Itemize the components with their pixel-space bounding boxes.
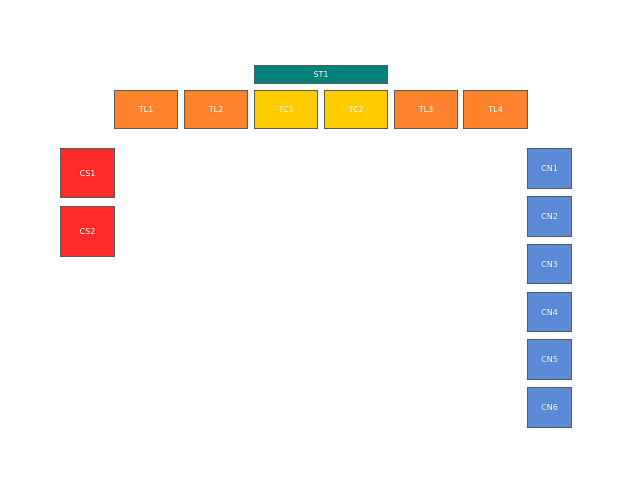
zone-cs2-label: CS2 (79, 227, 96, 236)
zone-cs1-label: CS1 (79, 168, 96, 178)
zone-tl2[interactable]: TL2 (184, 90, 248, 129)
zone-tl4[interactable]: TL4 (463, 90, 528, 129)
zone-tl1-label: TL1 (138, 105, 154, 114)
zone-st1[interactable]: ST1 (254, 65, 388, 84)
zone-st1-label: ST1 (313, 70, 329, 79)
zone-cn2-label: CN2 (541, 212, 558, 221)
zone-tl3-label: TL3 (418, 105, 434, 114)
zone-cn2[interactable]: CN2 (527, 196, 572, 237)
zone-cn6-label: CN6 (541, 403, 558, 412)
zone-tl2-label: TL2 (208, 105, 224, 114)
zone-tc1-label: TC1 (278, 105, 294, 114)
zone-cn3[interactable]: CN3 (527, 244, 572, 284)
zone-cn1-label: CN1 (541, 164, 558, 173)
zone-tc2[interactable]: TC2 (324, 90, 388, 129)
zone-cn4[interactable]: CN4 (527, 292, 572, 332)
zone-cn3-label: CN3 (541, 259, 558, 269)
zone-cn1[interactable]: CN1 (527, 148, 572, 189)
zone-cs2[interactable]: CS2 (60, 206, 115, 257)
zone-cn5-label: CN5 (541, 355, 558, 364)
zone-tl4-label: TL4 (488, 105, 503, 114)
zone-cn6[interactable]: CN6 (527, 387, 572, 428)
zone-cn4-label: CN4 (541, 307, 558, 317)
zone-tl1[interactable]: TL1 (114, 90, 178, 129)
zone-tc2-label: TC2 (348, 105, 364, 114)
zone-tc1[interactable]: TC1 (254, 90, 318, 129)
zone-cn5[interactable]: CN5 (527, 339, 572, 380)
zone-tl3[interactable]: TL3 (394, 90, 458, 129)
zone-cs1[interactable]: CS1 (60, 148, 115, 198)
